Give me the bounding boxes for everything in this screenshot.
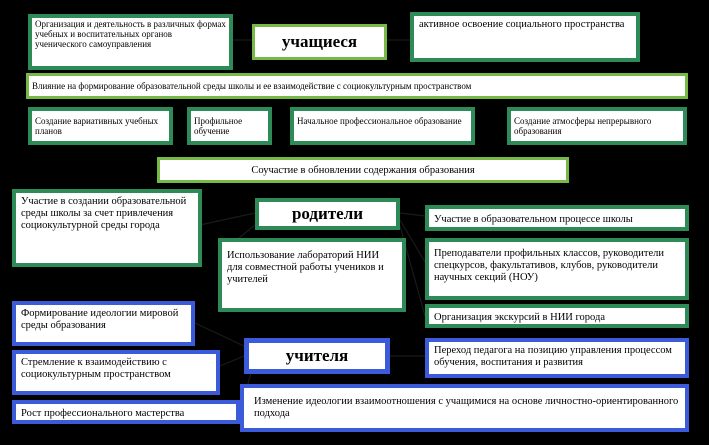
ideology-formation-box: Формирование идеологии мировой среды обр…: [12, 301, 195, 346]
participation-box: Соучастие в обновлении содержания образо…: [157, 157, 569, 183]
parents-title-box: родители: [255, 198, 400, 230]
parents-environment-text: Участие в создании образовательной среды…: [21, 196, 187, 231]
students-title-box: учащиеся: [252, 24, 387, 60]
socio-cultural-box: Стремление к взаимодействию с социокульт…: [12, 350, 220, 395]
labs-usage-text: Использование лабораторий НИИ для совмес…: [227, 250, 384, 285]
students-social-space-text: активное освоение социального пространст…: [419, 19, 625, 30]
parents-participation-box: Участие в образовательном процессе школы: [425, 205, 689, 231]
parents-participation-text: Участие в образовательном процессе школы: [434, 214, 633, 225]
profile-education-box: Профильное обучение: [187, 107, 272, 145]
variative-plans-box: Создание вариативных учебных планов: [28, 107, 173, 145]
ideology-change-box: Изменение идеологии взаимоотношения с уч…: [240, 384, 689, 432]
students-self-government-box: Организация и деятельность в различных ф…: [28, 14, 233, 70]
parents-environment-box: Участие в создании образовательной среды…: [12, 189, 202, 267]
labs-usage-box: Использование лабораторий НИИ для совмес…: [218, 238, 406, 312]
excursions-text: Организация экскурсий в НИИ города: [434, 312, 605, 323]
profile-education-text: Профильное обучение: [194, 116, 243, 136]
professional-education-box: Начальное профессиональное образование: [290, 107, 475, 145]
parents-title: родители: [291, 204, 364, 223]
excursions-box: Организация экскурсий в НИИ города: [425, 304, 689, 328]
socio-cultural-text: Стремление к взаимодействию с социокульт…: [21, 357, 171, 380]
professional-growth-text: Рост профессионального мастерства: [21, 408, 185, 419]
participation-text: Соучастие в обновлении содержания образо…: [251, 165, 475, 176]
profile-teachers-box: Преподаватели профильных классов, руково…: [425, 238, 689, 300]
students-self-government-text: Организация и деятельность в различных ф…: [35, 19, 226, 49]
professional-growth-box: Рост профессионального мастерства: [12, 400, 240, 424]
students-title: учащиеся: [281, 32, 358, 51]
ideology-formation-text: Формирование идеологии мировой среды обр…: [21, 308, 179, 331]
students-influence-text: Влияние на формирование образовательной …: [32, 81, 472, 91]
profile-teachers-text: Преподаватели профильных классов, руково…: [434, 248, 664, 283]
students-influence-box: Влияние на формирование образовательной …: [26, 73, 688, 99]
teachers-title-box: учителя: [244, 338, 390, 374]
teacher-position-box: Переход педагога на позицию управления п…: [425, 338, 689, 378]
variative-plans-text: Создание вариативных учебных планов: [35, 116, 159, 136]
continuous-education-text: Создание атмосферы непрерывного образова…: [514, 116, 652, 136]
students-social-space-box: активное освоение социального пространст…: [410, 12, 640, 62]
ideology-change-text: Изменение идеологии взаимоотношения с уч…: [254, 396, 679, 419]
teachers-title: учителя: [285, 346, 349, 365]
professional-education-text: Начальное профессиональное образование: [297, 116, 462, 126]
continuous-education-box: Создание атмосферы непрерывного образова…: [507, 107, 687, 145]
teacher-position-text: Переход педагога на позицию управления п…: [434, 345, 672, 368]
